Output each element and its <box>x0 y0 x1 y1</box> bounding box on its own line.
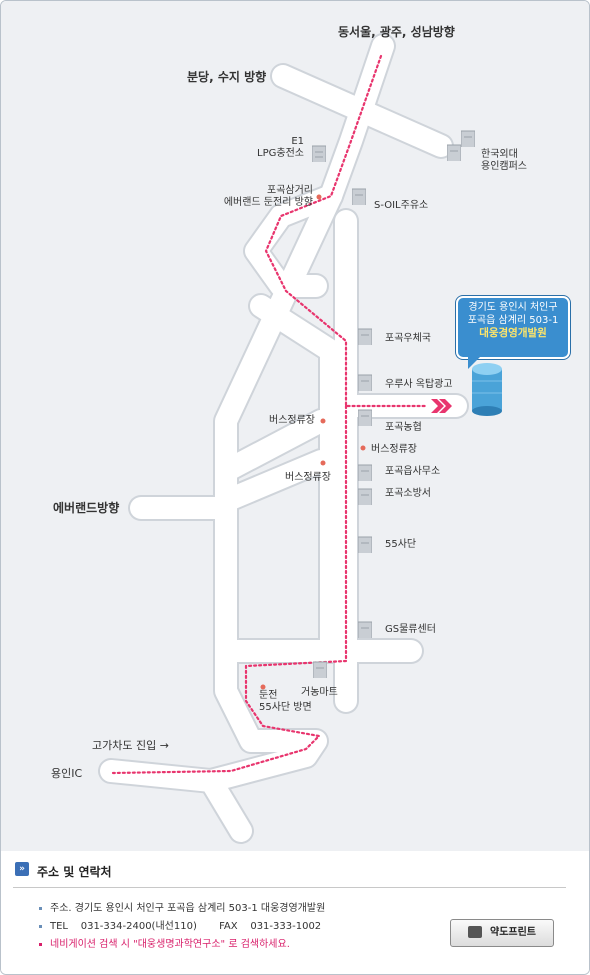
fire-station-label: 포곡소방서 <box>385 488 431 499</box>
everland-direction-label: 에버랜드방향 <box>53 501 120 515</box>
billboard-building-icon <box>358 374 372 391</box>
gs-building-icon <box>358 621 372 638</box>
bullet-icon <box>39 942 42 946</box>
double-chevron-icon: » <box>15 862 29 876</box>
soil-building-icon <box>352 188 366 205</box>
address-text: 주소. 경기도 용인시 처인구 포곡읍 삼계리 503-1 대웅경영개발원 <box>50 903 326 914</box>
nav-hint-line: 네비게이션 검색 시 "대웅생명과학연구소" 로 검색하세요. <box>39 935 290 950</box>
bus-stop-label-3: 버스정류장 <box>285 472 331 483</box>
pogok-junction-label: 포곡삼거리 에버랜드 둔전리 방향 <box>223 185 313 208</box>
north-direction-label: 동서울, 광주, 성남방향 <box>338 25 455 39</box>
hufs-label: 한국외대 용인캠퍼스 <box>481 149 527 172</box>
post-office-label: 포곡우체국 <box>385 333 431 344</box>
e1-label: E1 LPG충전소 <box>257 136 304 159</box>
mart-label: 거농마트 <box>301 687 338 698</box>
phone-line: TEL 031-334-2400(내선110) FAX 031-333-1002 <box>39 917 321 932</box>
route-arrow-icon <box>431 399 452 413</box>
address-line: 주소. 경기도 용인시 처인구 포곡읍 삼계리 503-1 대웅경영개발원 <box>39 899 325 914</box>
town-office-label: 포곡읍사무소 <box>385 466 441 477</box>
print-map-button[interactable]: 약도프린트 <box>450 919 554 947</box>
callout-address-line2: 포곡읍 삼계리 503-1 <box>467 315 559 326</box>
nav-hint-text: 네비게이션 검색 시 "대웅생명과학연구소" 로 검색하세요. <box>50 939 290 950</box>
hufs-building-icon <box>447 144 461 161</box>
hufs-building-2-icon <box>461 130 475 147</box>
contact-title-text: 주소 및 연락처 <box>37 865 112 879</box>
print-button-label: 약도프린트 <box>490 927 536 938</box>
map-area: 동서울, 광주, 성남방향 분당, 수지 방향 E1 LPG충전소 한국외대 용… <box>1 1 589 851</box>
bus-stop-label-1: 버스정류장 <box>269 415 315 426</box>
division-building-icon <box>358 536 372 553</box>
callout-destination-name: 대웅경영개발원 <box>479 327 547 339</box>
bullet-icon <box>39 924 42 928</box>
printer-icon <box>468 926 482 938</box>
e1-building-icon <box>312 145 326 162</box>
yongin-ic-label: 용인IC <box>51 767 83 780</box>
division-label: 55사단 <box>385 539 417 550</box>
nonghyup-label: 포곡농협 <box>385 422 422 433</box>
nonghyup-building-icon <box>358 409 372 426</box>
expressway-entry-label: 고가차도 진입 → <box>92 739 169 752</box>
billboard-label: 우루사 옥탑광고 <box>385 379 453 390</box>
town-office-building-icon <box>358 464 372 481</box>
road-map <box>98 33 502 844</box>
bullet-icon <box>39 906 42 910</box>
gs-label: GS물류센터 <box>385 624 436 635</box>
callout-address-line1: 경기도 용인시 처인구 <box>468 302 558 313</box>
fire-station-building-icon <box>358 488 372 505</box>
soil-label: S-OIL주유소 <box>374 200 429 211</box>
phone-text: TEL 031-334-2400(내선110) FAX 031-333-1002 <box>50 921 322 932</box>
contact-section: » 주소 및 연락처 주소. 경기도 용인시 처인구 포곡읍 삼계리 503-1… <box>1 851 589 974</box>
bundang-direction-label: 분당, 수지 방향 <box>187 70 267 84</box>
mart-building-icon <box>313 661 327 678</box>
contact-section-title: » 주소 및 연락처 <box>15 862 112 880</box>
target-building-icon <box>472 363 502 416</box>
bus-stop-label-2: 버스정류장 <box>371 444 417 455</box>
destination-callout: 경기도 용인시 처인구 포곡읍 삼계리 503-1 대웅경영개발원 <box>456 296 570 369</box>
post-office-building-icon <box>358 328 372 345</box>
dunjeon-label: 둔전 55사단 방면 <box>259 690 312 713</box>
section-divider <box>13 887 566 888</box>
